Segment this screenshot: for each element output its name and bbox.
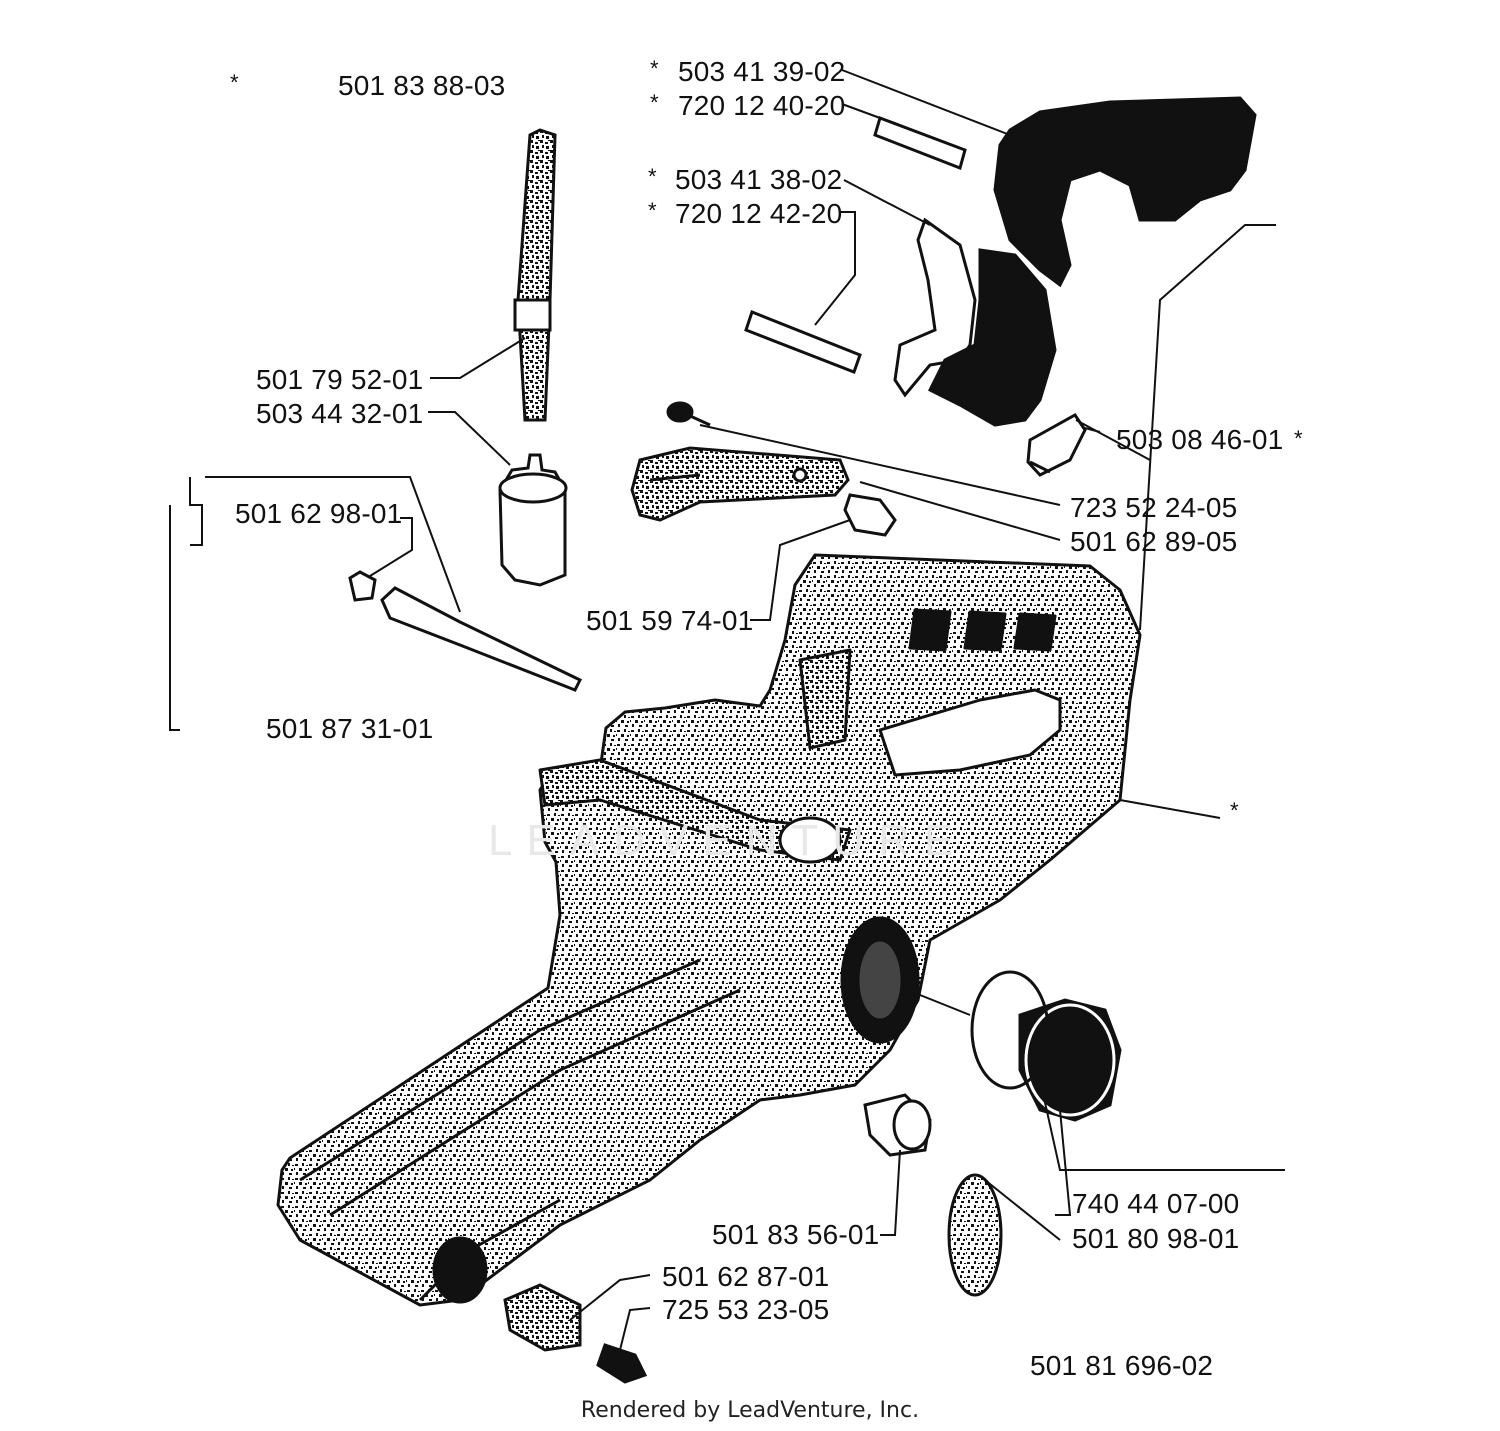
part-label: 723 52 24-05 [1070,492,1238,523]
footer-credit: Rendered by LeadVenture, Inc. [580,1398,920,1423]
part-label: 501 83 56-01 [712,1219,880,1250]
fuel-filter [498,453,568,587]
part-label: 720 12 42-20 [675,198,843,229]
sleeve [843,493,897,537]
pin-upper [873,116,967,170]
lever-screw [666,401,711,427]
diagram-number: 501 81 696-02 [1030,1350,1214,1381]
part-label: 501 62 98-01 [235,498,403,529]
fuel-hose [513,128,557,422]
crankcase-body [276,553,1142,1307]
asterisk-6: * [1294,426,1303,451]
part-label: 503 44 32-01 [256,398,424,429]
spring-part [1026,413,1087,477]
leader-lines [169,69,1285,1351]
oil-pump-lever [630,446,850,522]
throttle-trigger [893,217,1057,427]
asterisk-4: * [648,164,657,189]
oil-hose [348,570,583,692]
part-label: 501 80 98-01 [1072,1223,1240,1254]
adjuster-screw [503,1283,648,1384]
part-label: 501 62 89-05 [1070,526,1238,557]
part-label: 725 53 23-05 [662,1294,830,1325]
watermark: LEADVENTURE [488,816,968,865]
oil-cap [970,970,1122,1122]
throttle-handle [993,96,1257,292]
part-label: 740 44 07-00 [1072,1188,1240,1219]
part-label: 503 41 38-02 [675,164,843,195]
part-label: 503 08 46-01 [1116,424,1284,455]
part-label: 720 12 40-20 [678,90,846,121]
asterisk-2: * [650,56,659,81]
tensioner-bushing [863,1093,932,1157]
pin-lower [744,310,862,374]
fuel-cap-gasket [947,1173,1003,1297]
part-label: 501 79 52-01 [256,364,424,395]
asterisk-7: * [1230,798,1239,823]
part-label: 501 62 87-01 [662,1261,830,1292]
part-label: 501 59 74-01 [586,605,754,636]
asterisk-1: * [230,70,239,95]
part-label: 501 87 31-01 [266,713,434,744]
asterisk-3: * [650,90,659,115]
asterisk-5: * [648,198,657,223]
part-label: 503 41 39-02 [678,56,846,87]
part-label: 501 83 88-03 [338,70,506,101]
